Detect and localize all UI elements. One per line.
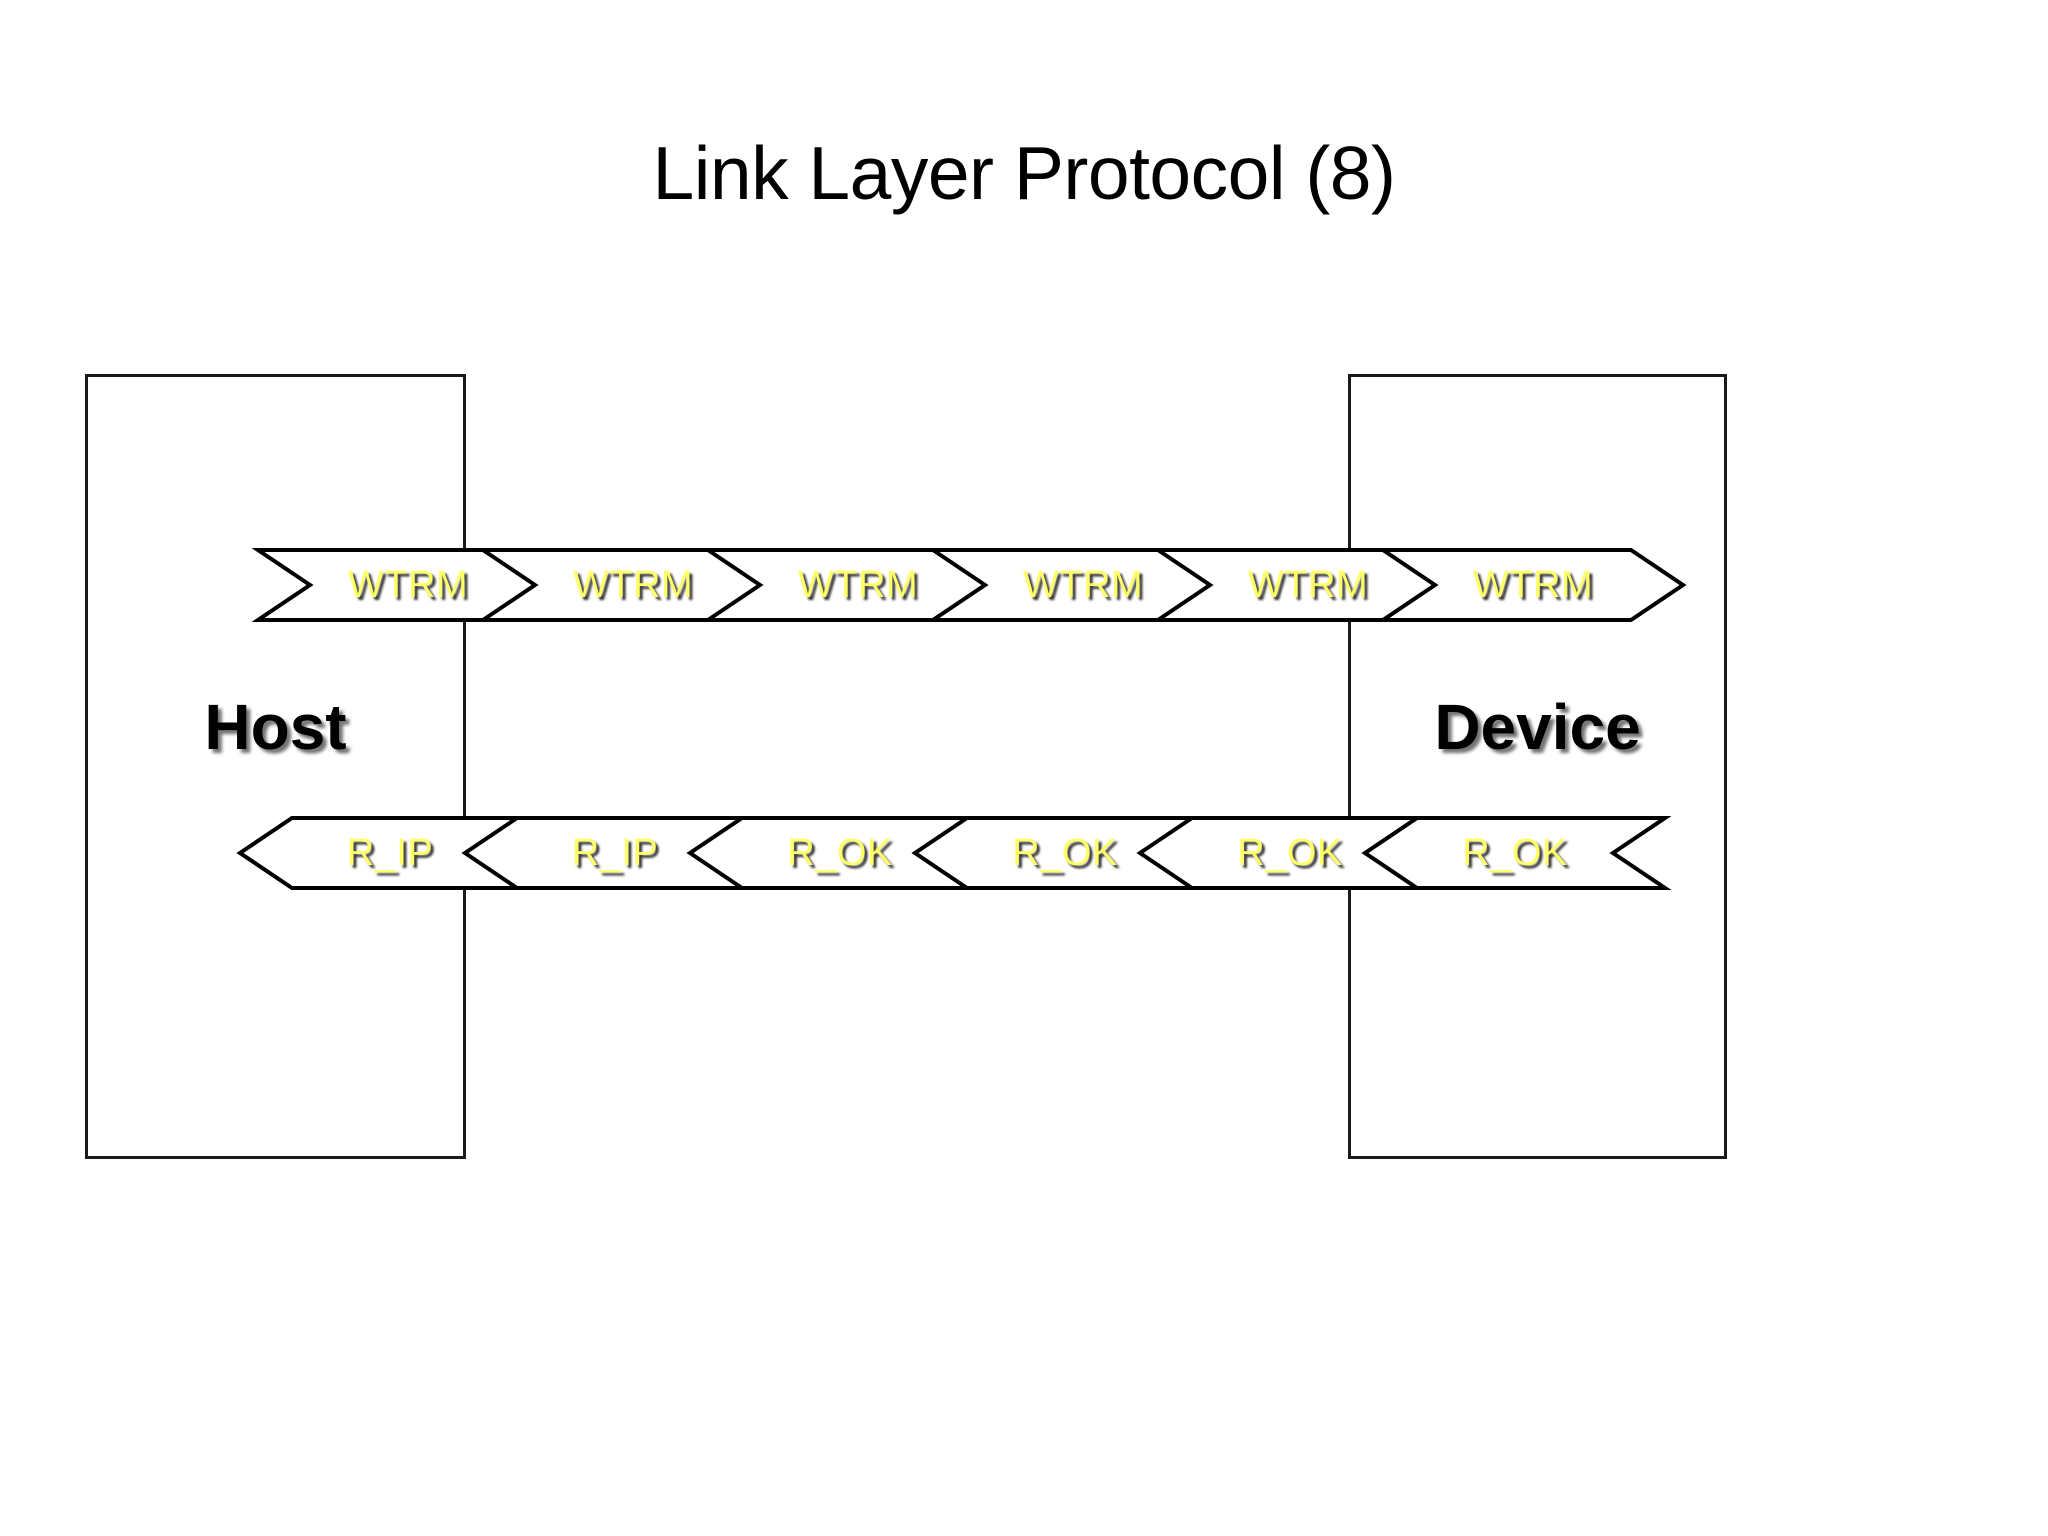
page-title: Link Layer Protocol (8) bbox=[652, 131, 1396, 215]
chevron-shape-icon bbox=[1376, 548, 1687, 622]
message-chevron-downstream-6[interactable]: WTRM bbox=[1376, 548, 1687, 622]
device-label: Device bbox=[1434, 691, 1641, 763]
host-box bbox=[85, 374, 466, 1159]
host-label: Host bbox=[204, 691, 347, 763]
chevron-shape-icon bbox=[1361, 816, 1672, 890]
device-box bbox=[1348, 374, 1727, 1159]
message-chevron-upstream-6[interactable]: R_OK bbox=[1361, 816, 1672, 890]
